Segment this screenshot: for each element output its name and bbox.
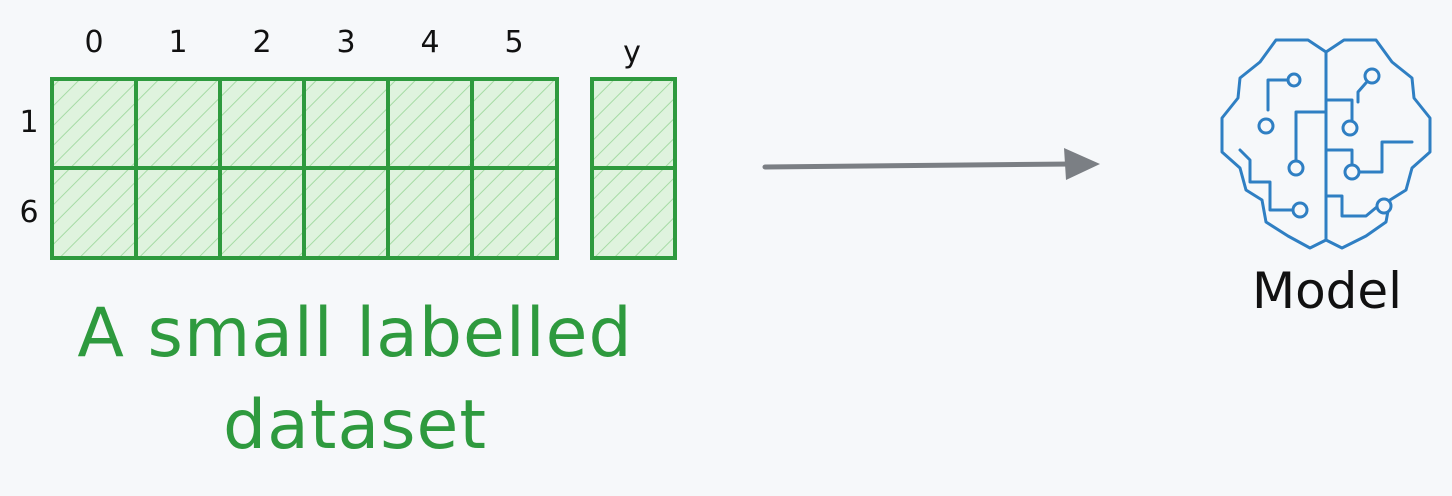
dataset-caption-line1: A small labelled [77, 294, 633, 373]
row-label-2: 6 [19, 195, 39, 230]
column-label-0: 0 [84, 25, 104, 60]
right-arrow-icon [762, 148, 1100, 180]
row-label-1: 1 [19, 105, 39, 140]
column-label-3: 3 [336, 25, 356, 60]
dataset-caption-line2: dataset [222, 386, 488, 465]
column-label-4: 4 [420, 25, 440, 60]
target-table [590, 77, 677, 260]
model-label: Model [1251, 262, 1403, 320]
target-column-label: y [623, 35, 641, 70]
features-table [50, 77, 559, 260]
column-label-1: 1 [168, 25, 188, 60]
column-label-2: 2 [252, 25, 272, 60]
brain-circuit-icon [1220, 38, 1432, 250]
column-label-5: 5 [504, 25, 524, 60]
